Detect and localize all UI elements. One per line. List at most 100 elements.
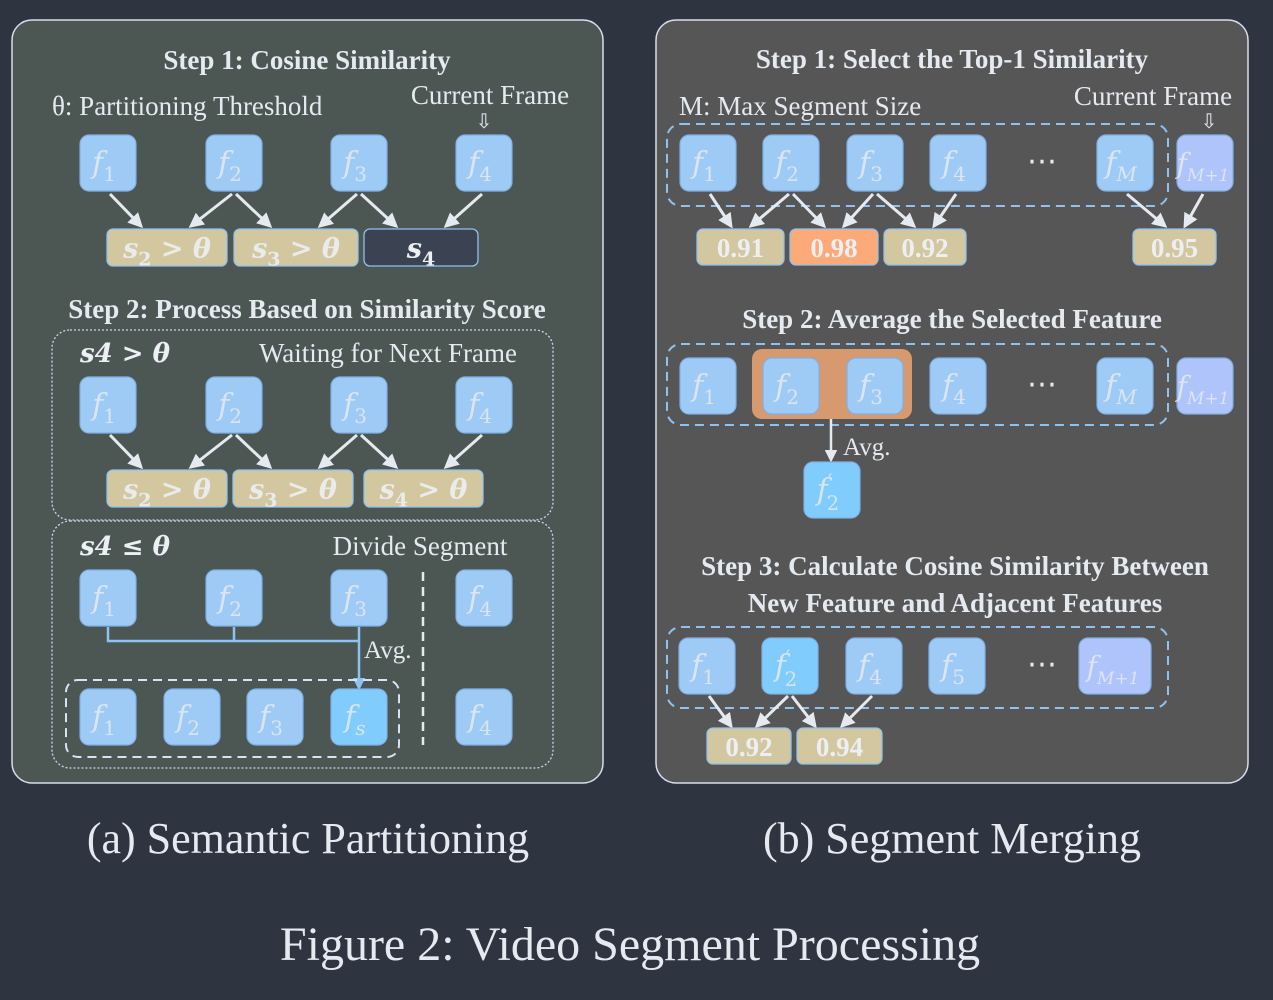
score-label: 0.92 <box>725 732 772 762</box>
feature-f2: f2 <box>205 569 263 627</box>
ellipsis: ⋯ <box>1027 144 1057 179</box>
feature-box <box>330 569 388 627</box>
arrow <box>707 695 733 729</box>
panel-b-avg-label: Avg. <box>843 434 890 461</box>
arrow <box>1126 192 1168 228</box>
feature-box <box>1078 637 1152 695</box>
feature-box <box>678 637 736 695</box>
feature-box <box>929 134 987 192</box>
ellipsis: ⋯ <box>1027 647 1057 682</box>
next-segment-feature-f4: f4 <box>455 688 513 746</box>
score-label: s4 <box>406 234 435 271</box>
feature-label: f3 <box>857 369 883 409</box>
panel-b-step1-arrows <box>708 192 1205 229</box>
feature-box <box>928 637 986 695</box>
arrow <box>359 433 399 470</box>
score-label: s2 > θ <box>122 475 211 512</box>
panel-b-caption: (b) Segment Merging <box>763 814 1141 863</box>
feature-fM+1: fM+1 <box>1078 637 1152 695</box>
panel-a-caption: (a) Semantic Partitioning <box>87 814 529 863</box>
score-label: s4 > θ <box>379 475 468 512</box>
max-segment-size-label: M: Max Segment Size <box>679 91 921 121</box>
panel-semantic-partitioning: Step 1: Cosine Similarity θ: Partitionin… <box>11 19 604 784</box>
feature-f4: f4 <box>929 357 987 415</box>
feature-box <box>1176 357 1234 415</box>
arrow <box>791 192 827 229</box>
feature-box <box>762 134 820 192</box>
arrow <box>876 192 917 228</box>
panel-b-step2-title: Step 2: Average the Selected Feature <box>742 304 1162 334</box>
feature-box <box>762 357 820 415</box>
panel-b-step3-title-line1: Step 3: Calculate Cosine Similarity Betw… <box>701 551 1209 581</box>
score-0.95: 0.95 <box>1132 228 1217 266</box>
arrow <box>317 433 358 469</box>
arrow <box>108 192 144 229</box>
feature-box <box>455 688 513 746</box>
arrow <box>108 433 144 470</box>
feature-box <box>163 688 221 746</box>
arrow <box>839 694 874 729</box>
score-s4: s4 <box>363 228 479 271</box>
feature-box <box>679 357 737 415</box>
arrow <box>443 192 483 228</box>
feature-box <box>79 688 137 746</box>
segment-feature-f1: f1 <box>79 688 137 746</box>
averaged-feature-box: f′2 <box>803 461 861 519</box>
case-above-scores: s2 > θ s3 > θ s4 > θ <box>106 469 484 512</box>
score-label: s2 > θ <box>122 234 211 271</box>
figure-caption: Figure 2: Video Segment Processing <box>280 918 980 971</box>
feature-box <box>330 688 388 746</box>
feature-box <box>455 376 513 434</box>
down-arrow-icon: ⇩ <box>1201 111 1218 133</box>
feature-label: f4 <box>466 581 492 621</box>
segment-feature-fs: fs <box>330 688 388 746</box>
feature-box <box>1176 134 1234 192</box>
arrow <box>708 193 733 229</box>
feature-box <box>79 569 137 627</box>
feature-fM: fM <box>1096 357 1154 415</box>
ellipsis: ⋯ <box>1027 367 1057 402</box>
feature-f4: f4 <box>455 376 513 434</box>
score-label: s3 > θ <box>248 475 337 512</box>
feature-f5: f5 <box>928 637 986 695</box>
feature-f1: f1 <box>678 637 736 695</box>
feature-box <box>330 376 388 434</box>
case-above-frame <box>51 329 554 521</box>
feature-label: f′2 <box>773 645 797 691</box>
score-0.91: 0.91 <box>696 228 785 266</box>
threshold-label: θ: Partitioning Threshold <box>52 91 323 121</box>
panel-b-current-frame-label: Current Frame <box>1074 81 1232 111</box>
feature-box <box>79 134 137 192</box>
feature-label: f4 <box>466 700 492 740</box>
feature-box <box>1096 357 1154 415</box>
feature-f2: f2 <box>762 134 820 192</box>
panel-b-step1-title: Step 1: Select the Top-1 Similarity <box>756 44 1149 74</box>
arrow <box>1183 193 1205 229</box>
ellipsis: ⋯ <box>1027 647 1057 682</box>
arrow <box>234 433 273 470</box>
feature-f3: f3 <box>330 569 388 627</box>
score-s3: s3 > θ <box>232 469 354 512</box>
feature-f3: f3 <box>846 357 904 415</box>
feature-f2: f2 <box>205 376 263 434</box>
arrow <box>188 192 233 228</box>
score-0.92: 0.92 <box>706 727 792 765</box>
score-label: 0.95 <box>1151 233 1198 263</box>
case-above-action: Waiting for Next Frame <box>259 338 517 368</box>
arrow <box>748 192 790 228</box>
feature-f3: f3 <box>330 134 388 192</box>
feature-fM+1: fM+1 <box>1175 357 1234 415</box>
arrow <box>317 192 358 228</box>
score-label: s3 > θ <box>251 234 340 271</box>
feature-box <box>803 461 861 519</box>
feature-f4: f4 <box>929 134 987 192</box>
panel-a-step2-title: Step 2: Process Based on Similarity Scor… <box>68 294 545 324</box>
feature-f4: f4 <box>455 134 513 192</box>
segment-feature-f3: f3 <box>246 688 304 746</box>
